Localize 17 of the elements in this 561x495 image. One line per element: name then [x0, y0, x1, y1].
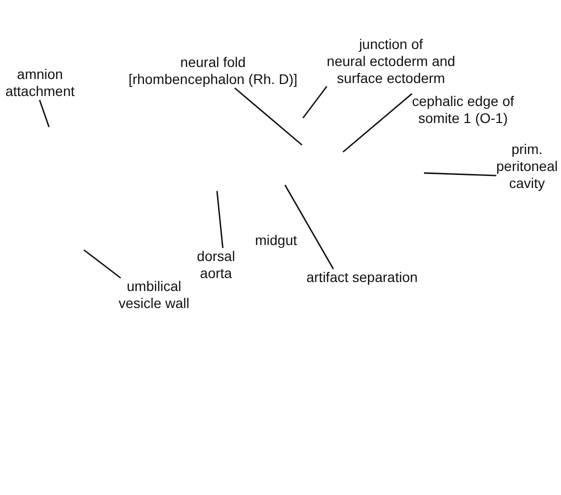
- callout-label: prim. peritoneal cavity: [496, 141, 558, 192]
- leader-line: [284, 184, 334, 270]
- leader-line: [302, 86, 328, 118]
- callout-label: neural fold [rhombencephalon (Rh. D)]: [128, 54, 298, 88]
- callout-label: dorsal aorta: [196, 248, 236, 282]
- leader-line: [38, 100, 50, 128]
- callout-label: amnion attachment: [5, 66, 75, 100]
- callout-label: umbilical vesicle wall: [118, 278, 190, 312]
- callout-label: midgut: [254, 232, 298, 249]
- callout-label: junction of neural ectoderm and surface ectoderm: [326, 36, 456, 87]
- leader-line: [424, 172, 496, 176]
- leader-line: [84, 249, 122, 279]
- callout-label: artifact separation: [306, 269, 418, 286]
- callout-label: cephalic edge of somite 1 (O-1): [412, 93, 514, 127]
- leader-line: [216, 190, 224, 248]
- leader-line: [342, 93, 412, 153]
- leader-line: [234, 87, 302, 146]
